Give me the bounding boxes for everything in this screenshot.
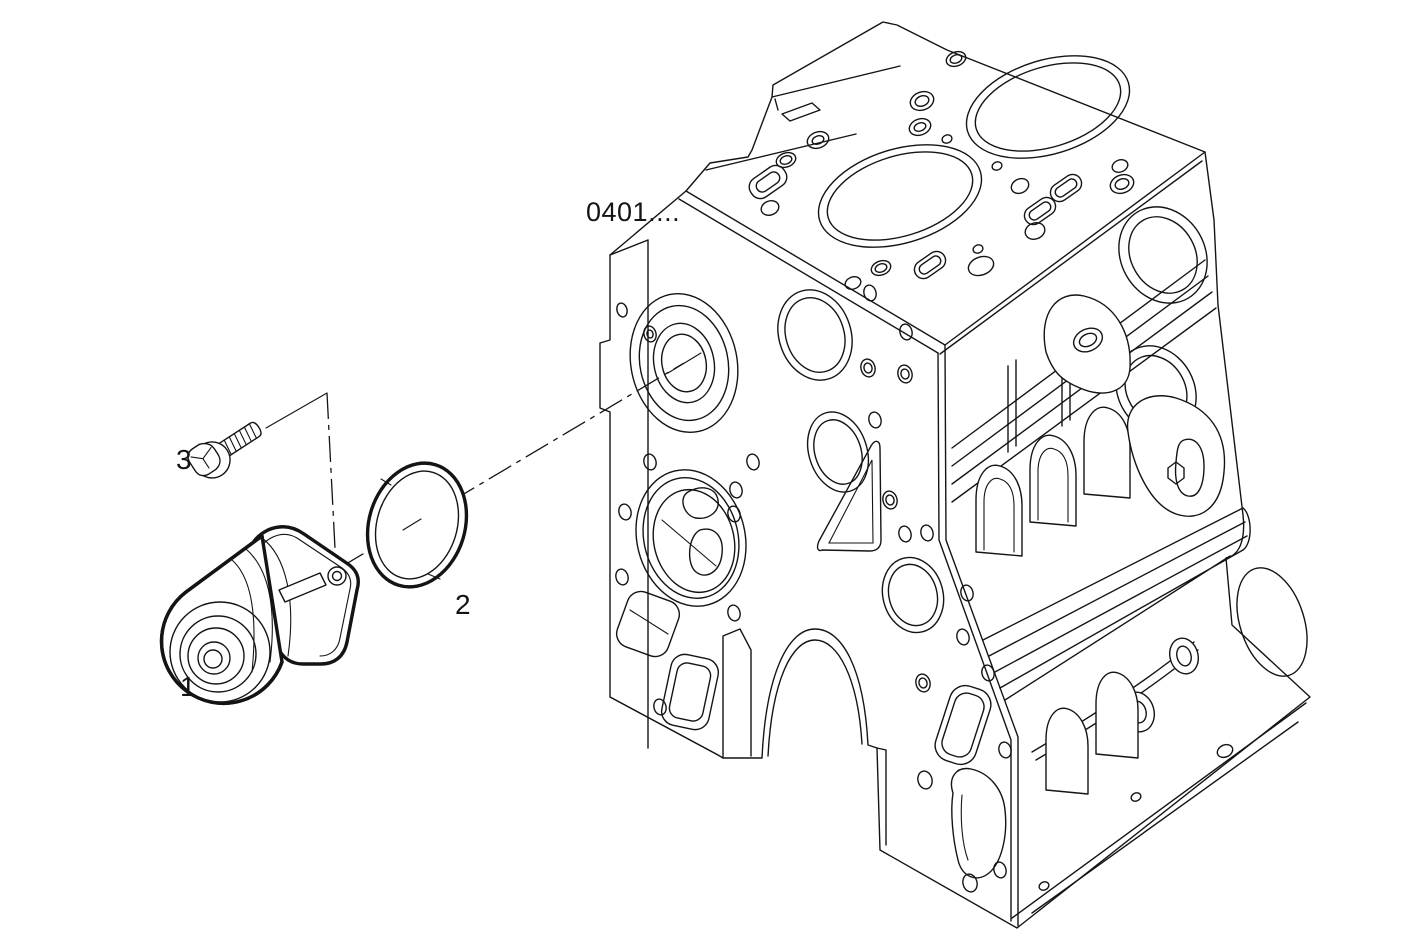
gasket-drawing (365, 461, 469, 589)
right-face-structure (951, 206, 1308, 919)
deck-bolt-holes (748, 50, 1135, 290)
cylinder-bore-2 (965, 55, 1131, 159)
bottom-arch-and-legs (609, 628, 887, 846)
lower-windows (615, 590, 1007, 879)
pump-hub-rings (169, 601, 271, 703)
callout-2: 2 (455, 589, 471, 620)
cylinder-bore-1 (817, 144, 983, 248)
pump-flange-bolt-hole (327, 566, 347, 586)
pump-mounting-boss (629, 292, 739, 434)
callout-3: 3 (176, 444, 192, 475)
bolt-leader-line (265, 392, 328, 429)
callout-1: 1 (180, 671, 196, 702)
leader-lines (265, 362, 685, 569)
bolt-drawing (187, 421, 262, 479)
bolt-shaft (217, 421, 262, 459)
centerline-vertical (326, 392, 337, 569)
pump-shaft-stub (278, 572, 327, 603)
gasket-inner-ring (374, 470, 460, 580)
water-pump-drawing (159, 525, 360, 706)
engine-block-drawing (599, 21, 1311, 929)
front-face-bolt-holes (615, 284, 1012, 893)
labels: 0401.... 3 1 2 (176, 197, 680, 702)
figure-ref-label: 0401.... (586, 197, 680, 227)
triangle-window (816, 440, 882, 552)
front-cover-disc (635, 469, 747, 607)
engine-block-outline (599, 21, 1311, 929)
front-oval-opening (777, 289, 945, 634)
gasket-outer-ring (365, 461, 469, 589)
